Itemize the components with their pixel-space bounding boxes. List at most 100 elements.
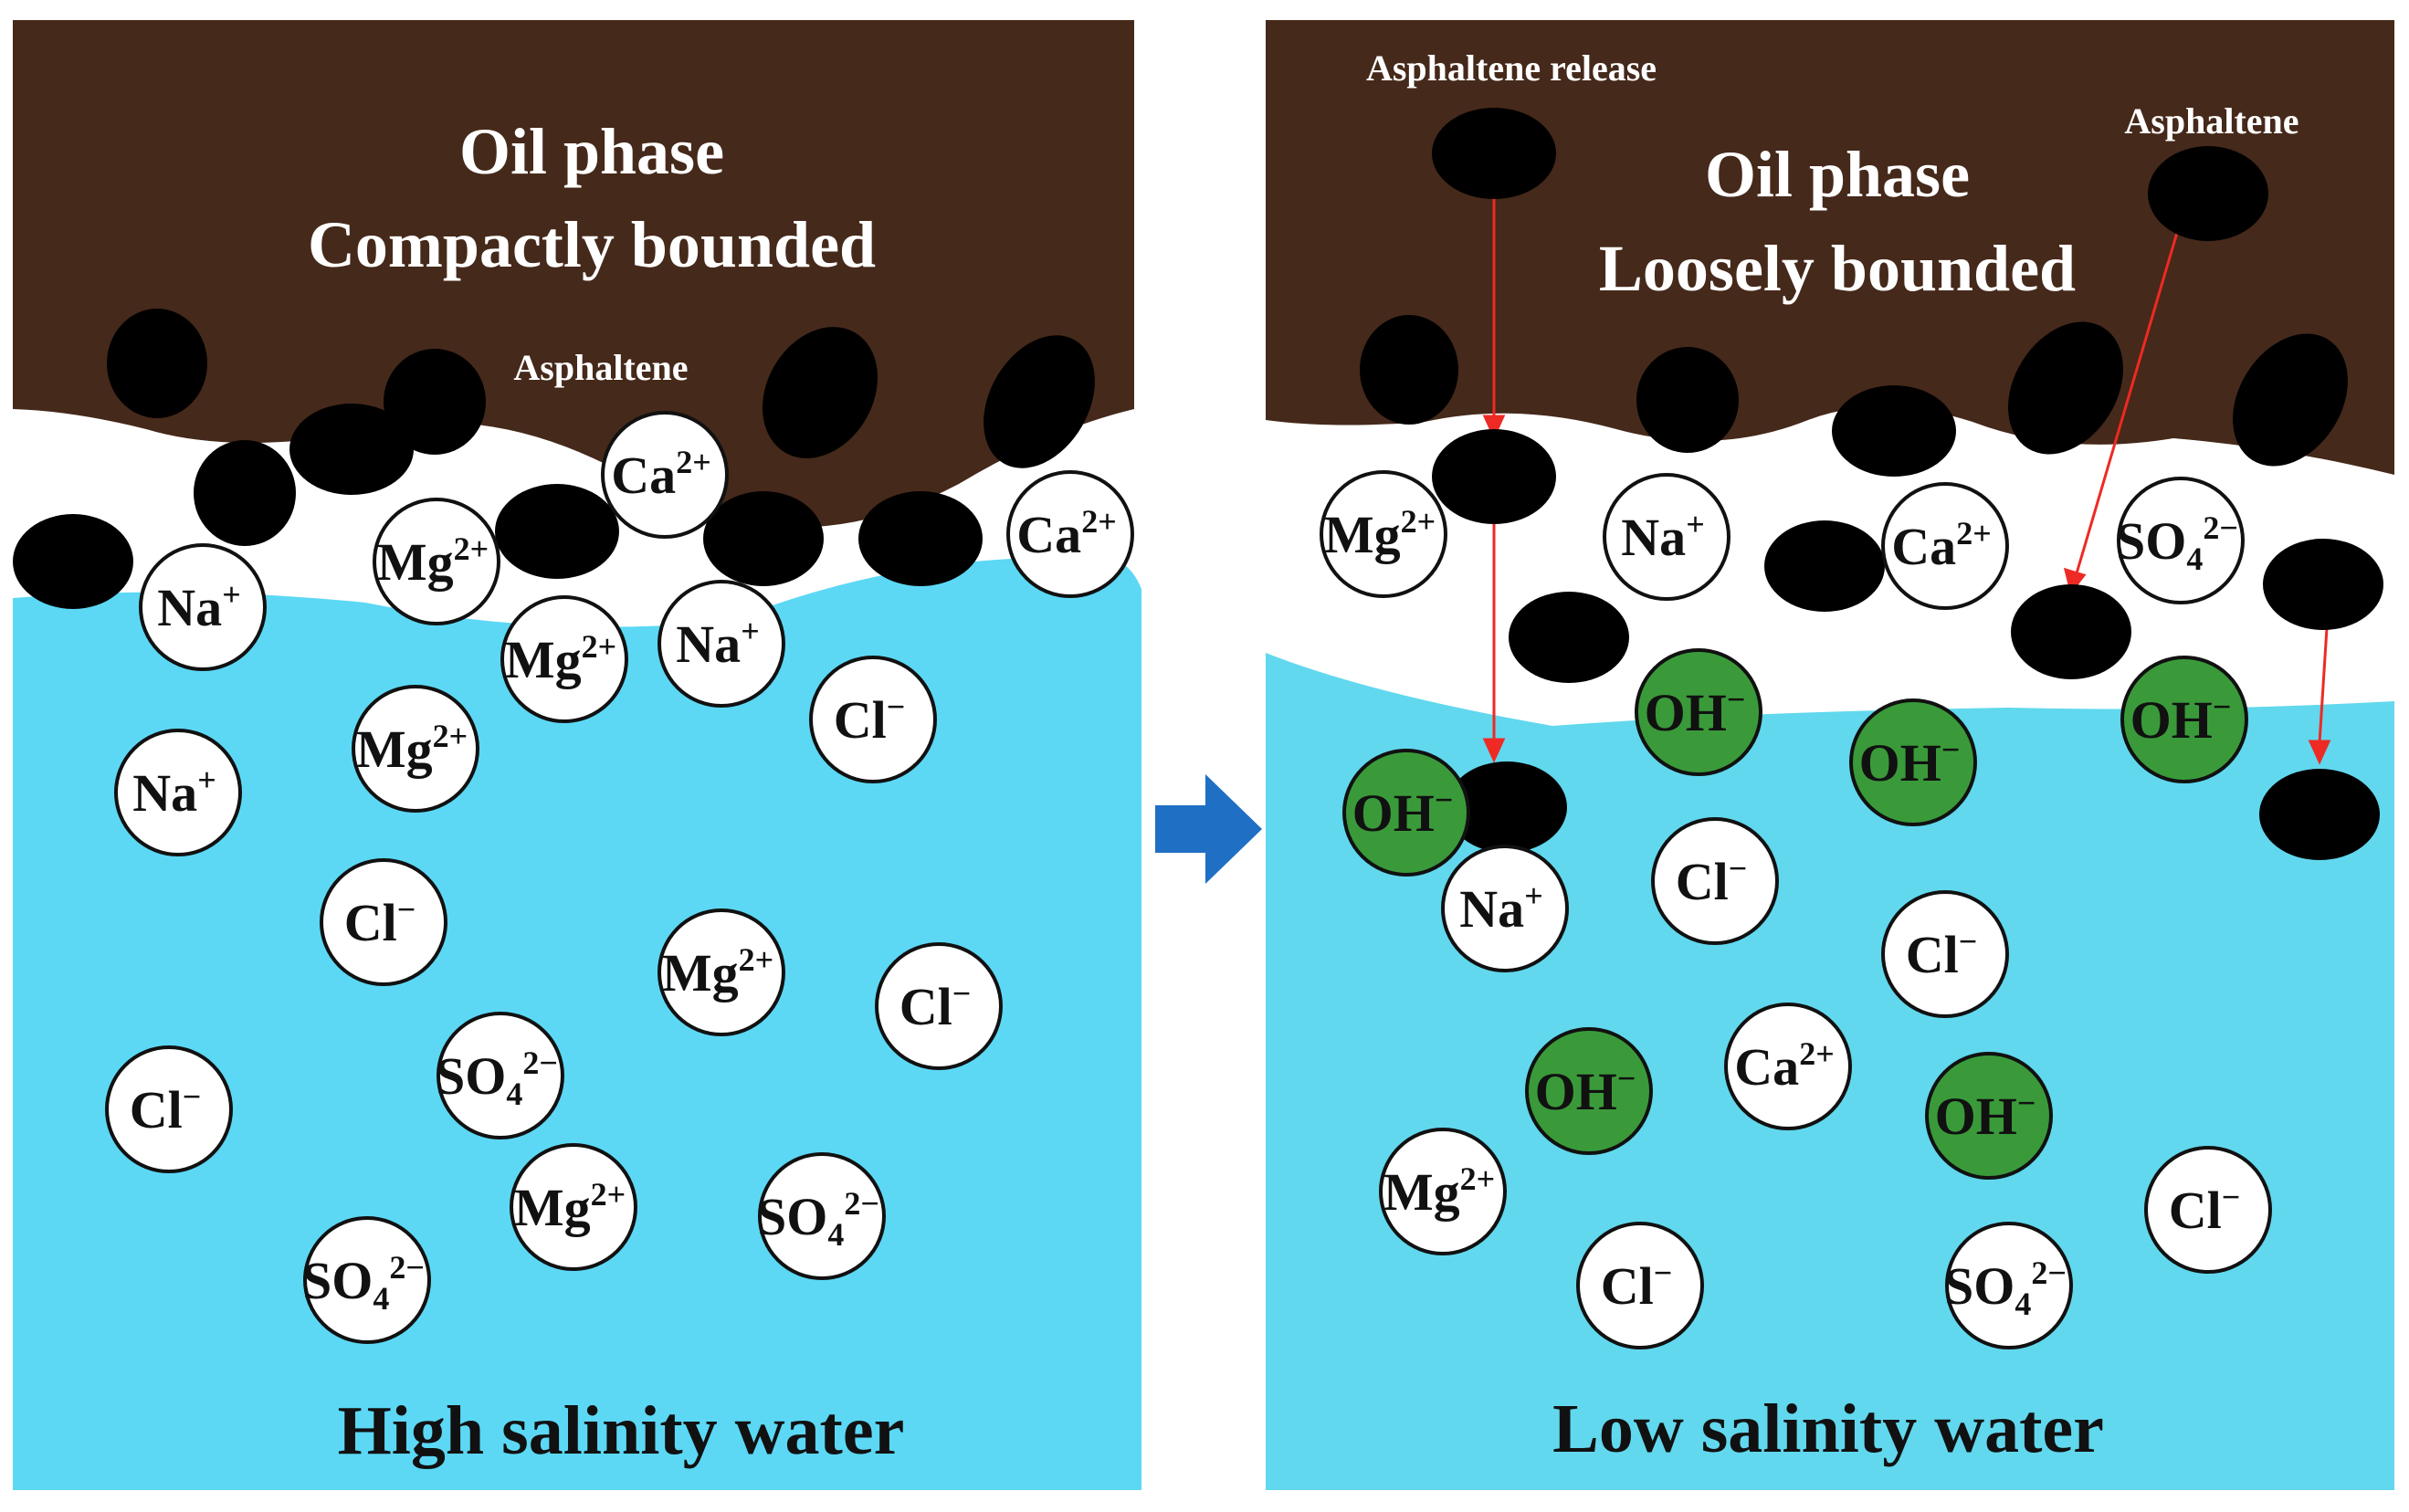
ion-label: OH− [1535,1060,1636,1121]
ion-charge: − [1729,850,1748,887]
asphaltene-icon [2233,333,2348,467]
ion-circle-icon [601,411,729,539]
ion-circle-icon [657,908,785,1036]
ion-circle-icon [1724,1003,1852,1130]
ion-label: Mg2+ [662,941,773,1003]
ion-label: Cl− [1906,923,1978,984]
ion-label: Na+ [132,761,216,823]
mg-ion: Mg2+ [1379,1128,1507,1255]
ion-label: Cl− [899,975,972,1036]
ion-circle-icon [809,656,937,783]
ion-symbol: Mg [505,630,582,689]
ion-label: SO42− [302,1249,425,1317]
mg-ion: Mg2+ [500,595,628,723]
ion-label: SO42− [2116,509,2238,577]
ion-symbol: Cl [344,893,397,952]
ion-circle-icon [1006,470,1134,598]
ion-symbol: Ca [1734,1037,1799,1097]
ion-symbol: Mg [356,719,433,779]
ion-charge: − [397,891,416,928]
na-ion: Na+ [1603,473,1730,601]
so4-ion: SO42− [1944,1222,2073,1349]
so4-ion: SO42− [302,1216,431,1344]
ion-circle-icon [875,942,1003,1070]
ion-symbol: OH [1645,683,1727,742]
ion-circle-icon [114,729,242,856]
ion-symbol: Mg [514,1178,591,1237]
low-salinity-label: Low salinity water [1552,1391,2104,1467]
ion-charge: − [952,975,972,1012]
ion-charge: 2+ [1081,503,1117,540]
ion-label: SO42− [436,1045,558,1112]
ion-charge: − [1959,923,1978,960]
ion-label: Na+ [157,576,240,637]
ion-label: Mg2+ [377,530,489,592]
ion-label: OH− [1859,731,1961,793]
mg-ion: Mg2+ [373,498,500,625]
ion-charge: − [1654,1255,1673,1291]
ion-circle-icon [105,1045,233,1173]
left-oil-subtitle: Compactly bounded [308,208,876,281]
mg-ion: Mg2+ [1320,470,1447,598]
ion-charge: 2− [389,1249,425,1286]
ion-label: Na+ [1459,877,1542,939]
ion-circle-icon [1320,470,1447,598]
ion-label: Cl− [344,891,416,952]
ion-charge: 2− [844,1185,879,1222]
na-ion: Na+ [657,580,785,708]
ion-charge: + [197,761,216,798]
asphaltene-icon [107,309,207,418]
asphaltene-icon [763,327,878,458]
ion-symbol: OH [1352,783,1435,843]
ion-label: Cl− [2169,1179,2241,1240]
asphaltene-icon [1764,520,1885,612]
ca-ion: Ca2+ [1881,482,2009,610]
right-asphaltene-group [1360,108,2383,860]
ion-subscript: 4 [373,1280,389,1317]
ion-symbol: Cl [834,690,887,750]
ion-symbol: Mg [1383,1162,1460,1222]
ion-label: Mg2+ [356,718,468,779]
ion-charge: + [1686,506,1705,542]
right-arrow-icon [1155,774,1262,884]
ion-charge: 2+ [454,530,489,567]
ion-subscript: 4 [827,1216,844,1253]
ion-symbol: Na [1459,879,1524,939]
asphaltene-icon [1832,385,1956,477]
asphaltene-icon [1360,315,1458,425]
asphaltene-icon [289,404,414,495]
ion-subscript: 4 [506,1076,522,1112]
ion-label: Mg2+ [505,628,616,689]
hydroxide-ion: OH− [1342,749,1470,877]
asphaltene-icon [2148,146,2268,241]
cl-ion: Cl− [1576,1222,1704,1349]
asphaltene-icon [984,335,1095,468]
ion-circle-icon [1635,648,1762,776]
asphaltene-icon [2263,539,2383,630]
ion-circle-icon [2117,477,2245,604]
ion-symbol: Ca [611,446,676,505]
ion-symbol: Na [676,614,741,674]
na-ion: Na+ [114,729,242,856]
ion-symbol: Na [1621,508,1686,567]
release-arrow [2075,226,2181,574]
arrowhead-icon [2308,740,2331,765]
ion-charge: 2− [2203,509,2238,546]
asphaltene-icon [1509,592,1629,683]
ion-circle-icon [437,1012,564,1139]
ion-charge: + [222,576,241,613]
ion-charge: 2+ [739,941,774,978]
ca-ion: Ca2+ [1724,1003,1852,1130]
hydroxide-ion: OH− [1849,698,1977,826]
left-asphaltene-label: Asphaltene [513,347,688,388]
ion-circle-icon [500,595,628,723]
ion-charge: + [741,613,760,649]
ion-label: SO42− [757,1185,879,1253]
ion-symbol: Cl [1906,925,1959,984]
ion-charge: 2+ [582,628,617,665]
ion-label: Mg2+ [1324,503,1436,564]
asphaltene-icon [495,484,619,579]
hydroxide-ion: OH− [2120,656,2248,783]
ion-symbol: Cl [2169,1181,2222,1240]
